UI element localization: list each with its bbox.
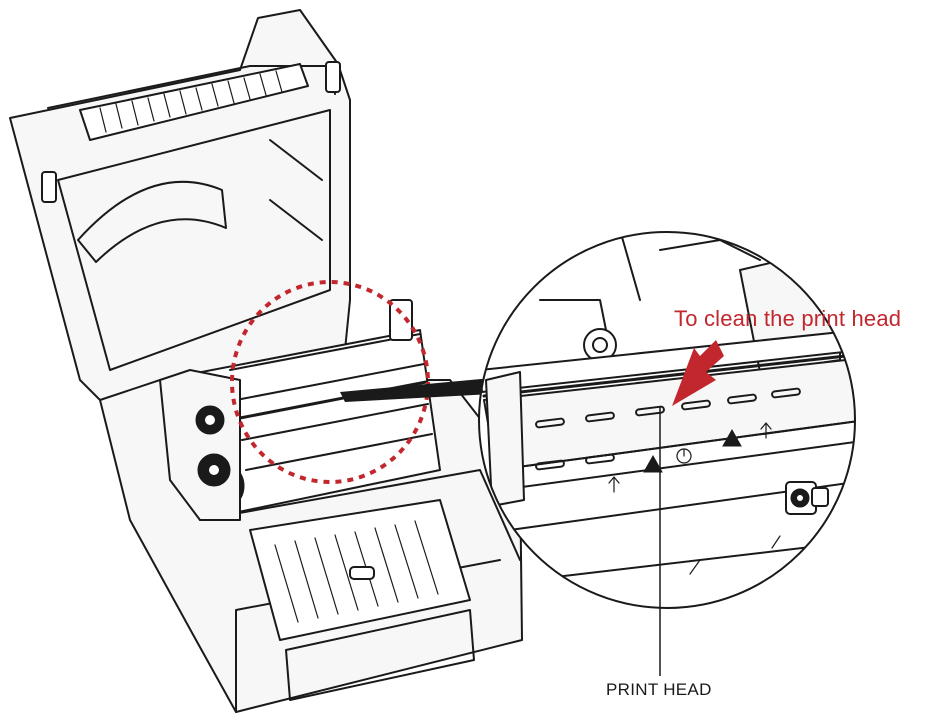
cleaning-arrow — [672, 340, 724, 406]
magnified-inset — [478, 231, 856, 609]
callout-text: To clean the print head — [674, 306, 902, 331]
warning-triangle-icon — [722, 428, 742, 447]
print-head-label: PRINT HEAD — [606, 680, 712, 699]
top-cover — [9, 9, 351, 411]
highlight-circle — [230, 280, 430, 484]
printer-illustration — [9, 9, 523, 713]
leader-line — [340, 378, 492, 402]
up-arrow-icon — [608, 422, 772, 493]
knob-icon — [785, 481, 829, 515]
power-symbol-icon — [676, 448, 692, 464]
